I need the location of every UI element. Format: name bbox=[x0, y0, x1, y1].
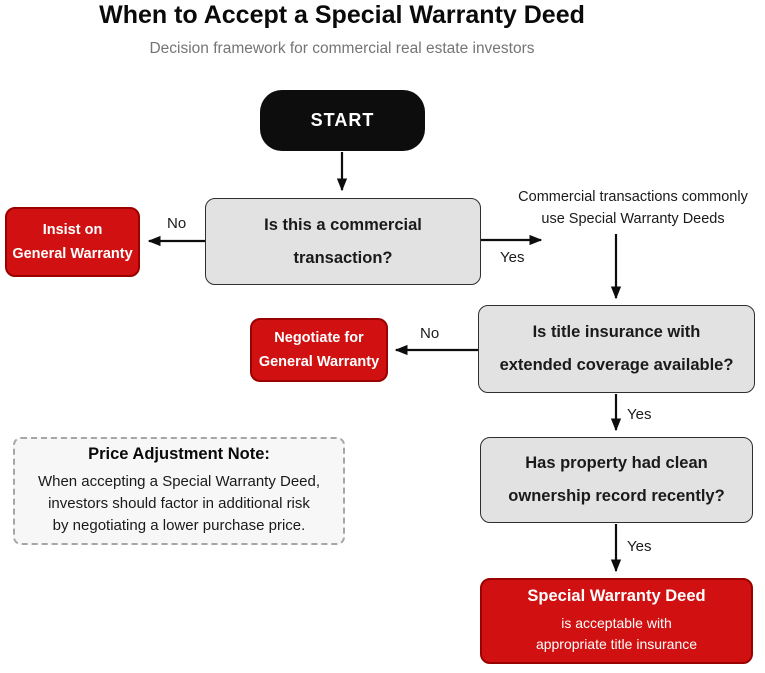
edge-label-yes-title-insurance: Yes bbox=[627, 406, 652, 423]
node-question-title-insurance: Is title insurance with extended coverag… bbox=[478, 305, 755, 393]
edge-label-yes-commercial: Yes bbox=[500, 249, 525, 266]
node-question-commercial-transaction: Is this a commercial transaction? bbox=[205, 198, 481, 285]
annotation-commercial-transactions: Commercial transactions commonly use Spe… bbox=[518, 189, 748, 227]
edge-label-no-title-insurance: No bbox=[420, 325, 440, 342]
edge-label-no-commercial: No bbox=[167, 215, 187, 232]
node-question-clean-ownership: Has property had clean ownership record … bbox=[480, 437, 753, 523]
accept-node-title: Special Warranty Deed bbox=[527, 587, 706, 605]
node-start: START bbox=[260, 90, 425, 151]
node-insist-general-warranty: Insist on General Warranty bbox=[5, 207, 140, 277]
node-negotiate-general-warranty: Negotiate for General Warranty bbox=[250, 318, 388, 382]
price-adjustment-note: Price Adjustment Note: When accepting a … bbox=[13, 437, 345, 545]
page-subtitle: Decision framework for commercial real e… bbox=[149, 40, 535, 57]
node-accept-special-warranty-deed: Special Warranty Deed is acceptable with… bbox=[480, 578, 753, 664]
page-title: When to Accept a Special Warranty Deed bbox=[99, 1, 585, 29]
note-body: When accepting a Special Warranty Deed, … bbox=[37, 473, 321, 534]
accept-node-body: is acceptable with appropriate title ins… bbox=[535, 615, 698, 652]
note-title: Price Adjustment Note: bbox=[88, 445, 270, 463]
edge-label-yes-clean-ownership: Yes bbox=[627, 538, 652, 555]
